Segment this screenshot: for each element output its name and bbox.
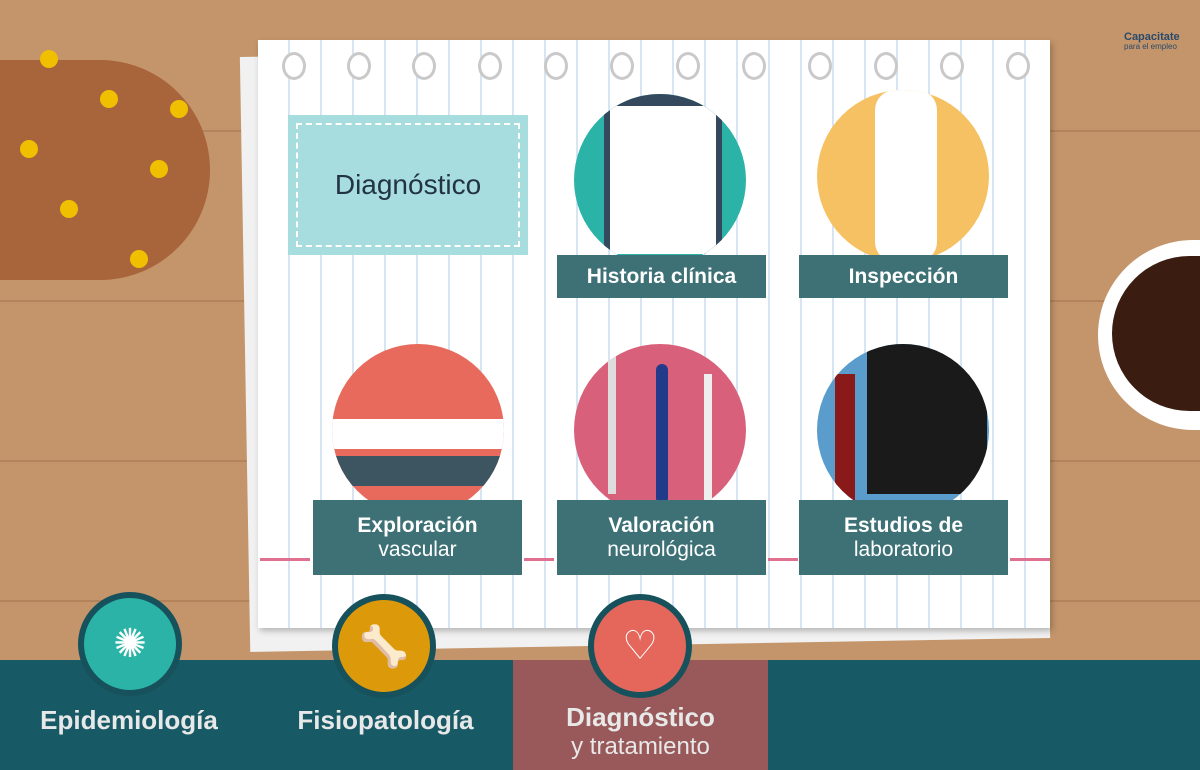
- card-title: Historia clínica: [586, 264, 737, 288]
- card-subtitle: vascular: [378, 537, 457, 561]
- leg-exam-icon[interactable]: [332, 344, 504, 516]
- xray-icon[interactable]: [817, 344, 989, 516]
- card-subtitle: laboratorio: [853, 537, 954, 561]
- nav-epidemiologia[interactable]: Epidemiología: [0, 660, 258, 770]
- section-title-box: Diagnóstico: [288, 115, 528, 255]
- brand-logo: Capacitate para el empleo: [1108, 32, 1180, 52]
- nav-label: Fisiopatología: [297, 705, 474, 735]
- brand-name: Capacitate: [1124, 31, 1180, 43]
- nav-fisiopatologia[interactable]: Fisiopatología: [258, 660, 513, 770]
- card-title: Valoración: [608, 513, 715, 537]
- brand-tagline: para el empleo: [1124, 42, 1177, 51]
- tuning-fork-icon[interactable]: [574, 344, 746, 516]
- card-historia-clinica[interactable]: Historia clínica: [557, 255, 766, 298]
- nav-sublabel: y tratamiento: [571, 733, 710, 760]
- card-title: Inspección: [848, 264, 959, 288]
- card-subtitle: neurológica: [607, 537, 716, 561]
- bone-icon[interactable]: 🦴: [332, 594, 436, 698]
- nav-label: Diagnóstico: [566, 702, 715, 732]
- nav-label: Epidemiología: [40, 705, 218, 735]
- virus-icon[interactable]: ✺: [78, 592, 182, 696]
- coffee-cup: [1098, 240, 1200, 430]
- foot-icon[interactable]: [817, 90, 989, 262]
- card-inspeccion[interactable]: Inspección: [799, 255, 1008, 298]
- card-title: Estudios de: [843, 513, 964, 537]
- section-title: Diagnóstico: [334, 169, 482, 200]
- card-title: Exploración: [357, 513, 478, 537]
- clipboard-icon[interactable]: [574, 94, 746, 266]
- heart-stethoscope-icon[interactable]: ♡: [588, 594, 692, 698]
